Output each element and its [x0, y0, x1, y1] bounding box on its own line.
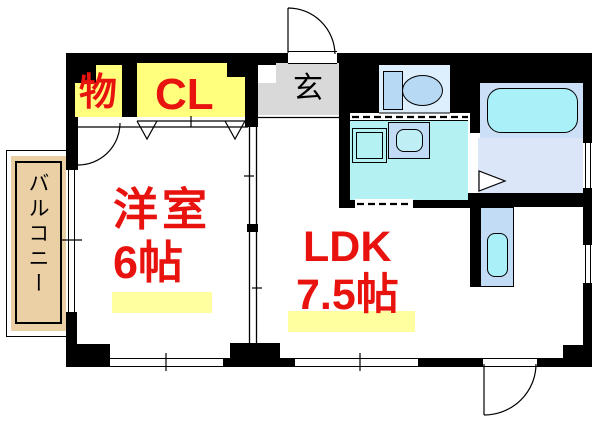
- ldk-label: LDK: [303, 223, 392, 271]
- wall-right-upper: [583, 53, 592, 143]
- wall-bath-top: [480, 65, 583, 83]
- closet-folding-door: [136, 116, 246, 141]
- western-room-size: 6帖: [113, 237, 184, 288]
- wall-storage-cl-divider: [122, 65, 137, 117]
- washing-machine-pan-inner: [356, 132, 383, 159]
- wall-washroom-left: [339, 113, 350, 207]
- wall-top-left: [66, 53, 288, 65]
- window-right-1: [584, 143, 591, 188]
- toilet-bowl: [402, 75, 443, 106]
- wall-entrance-right-shaft: [339, 65, 379, 113]
- storage-notch: [75, 65, 96, 83]
- wall-left-lower: [66, 312, 77, 358]
- wall-bottom-divider-foot-upper: [230, 343, 280, 358]
- fusuma-center-block: [247, 224, 258, 232]
- wall-right-lower: [583, 283, 592, 367]
- hallway-step-arrow: [478, 170, 507, 192]
- wall-bottom-c: [418, 358, 483, 367]
- window-left: [68, 170, 75, 312]
- storage-label: 物: [79, 72, 118, 114]
- western-room-highlight: [112, 292, 212, 313]
- wall-top-right: [337, 53, 592, 65]
- wash-basin-bowl: [396, 129, 423, 152]
- western-room-label: 洋室: [113, 184, 212, 235]
- bathtub: [487, 88, 578, 133]
- closet-label: CL: [155, 70, 214, 119]
- wall-cl-right: [245, 65, 258, 127]
- entrance-door-swing: [287, 7, 336, 55]
- wall-kitchen-left: [470, 207, 480, 287]
- entrance-floor-main: [276, 63, 339, 115]
- kitchen-sink: [487, 233, 508, 277]
- wall-bath-hall-left: [470, 83, 480, 133]
- fusuma-divider-lines: [248, 127, 258, 343]
- wall-bottom-a: [66, 358, 110, 367]
- ldk-highlight: [288, 311, 415, 332]
- closet-notch: [227, 63, 245, 77]
- balcony-floor: [11, 156, 68, 331]
- wall-right-mid: [583, 188, 592, 245]
- storage-door-swing: [77, 122, 121, 166]
- ldk-door-swing: [483, 363, 537, 416]
- entrance-door-opening: [288, 51, 337, 64]
- balcony-label: バルコニー: [26, 172, 49, 297]
- ldk-size: 7.5帖: [296, 271, 399, 319]
- wall-hall-bottom: [467, 193, 583, 207]
- entrance-label: 玄: [293, 72, 323, 105]
- door-opening-bottom: [483, 358, 537, 367]
- window-bottom-2: [295, 358, 418, 367]
- toilet-washroom-edge: [350, 112, 468, 121]
- wall-bottom-d: [537, 358, 592, 367]
- entrance-floor-step: [258, 83, 276, 115]
- wall-corner-step-left: [77, 344, 110, 358]
- balcony-inner-border: [15, 161, 62, 324]
- wall-bottom-divider-foot: [223, 358, 295, 367]
- window-right-2: [584, 245, 591, 283]
